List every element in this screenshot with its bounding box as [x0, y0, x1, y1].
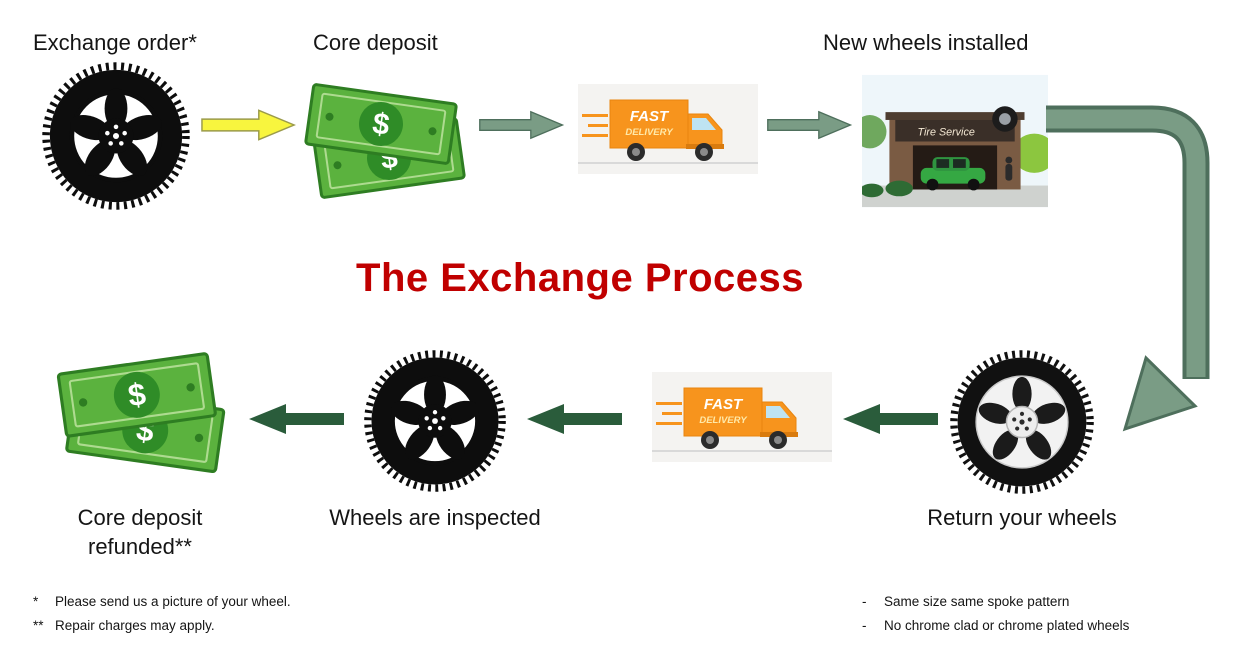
footnote-marker: ** — [33, 618, 44, 633]
truck-fast-label: FAST — [704, 396, 744, 413]
arrow-right-yellow — [201, 109, 296, 141]
dollar-sign: $ — [370, 107, 391, 142]
black-wheel-icon — [42, 62, 190, 210]
delivery-truck-icon: FAST DELIVERY — [578, 84, 758, 174]
footnote-item: - No chrome clad or chrome plated wheels — [862, 618, 1129, 633]
label-new-wheels-installed: New wheels installed — [823, 30, 1029, 55]
label-exchange-order: Exchange order* — [33, 30, 197, 55]
silver-wheel-icon — [950, 350, 1094, 494]
dollar-sign: $ — [126, 376, 148, 413]
truck-delivery-label: DELIVERY — [699, 415, 748, 426]
arrow-right-green — [479, 110, 565, 140]
curved-arrow-down — [1046, 105, 1210, 432]
footnotes-left: * Please send us a picture of your wheel… — [33, 594, 291, 642]
arrow-left-dark-green — [249, 404, 344, 434]
footnote-marker: - — [862, 618, 867, 633]
footnote-text: Please send us a picture of your wheel. — [55, 594, 291, 609]
shop-sign-label: Tire Service — [918, 127, 975, 139]
label-return-your-wheels: Return your wheels — [927, 505, 1117, 530]
money-refund-icon: $ $ — [56, 352, 226, 474]
footnote-text: No chrome clad or chrome plated wheels — [884, 618, 1130, 633]
footnote-marker: * — [33, 594, 39, 609]
truck-fast-label: FAST — [630, 108, 670, 125]
footnote-item: - Same size same spoke pattern — [862, 594, 1129, 609]
black-wheel-icon — [364, 350, 506, 492]
label-line: refunded** — [88, 534, 192, 559]
money-icon: $ $ — [304, 83, 466, 199]
footnote-item: ** Repair charges may apply. — [33, 618, 291, 633]
arrow-left-dark-green — [843, 404, 938, 434]
arrow-right-green — [767, 110, 853, 140]
footnotes-right: - Same size same spoke pattern - No chro… — [862, 594, 1129, 642]
delivery-truck-icon: FAST DELIVERY — [652, 372, 832, 462]
label-core-deposit-refunded: Core deposit refunded** — [30, 503, 250, 561]
footnote-item: * Please send us a picture of your wheel… — [33, 594, 291, 609]
tire-shop-icon: Tire Service — [862, 74, 1048, 208]
footnote-text: Same size same spoke pattern — [884, 594, 1070, 609]
arrow-left-dark-green — [527, 404, 622, 434]
truck-delivery-label: DELIVERY — [625, 127, 674, 138]
label-line: Core deposit — [77, 505, 203, 530]
footnote-text: Repair charges may apply. — [55, 618, 215, 633]
label-core-deposit: Core deposit — [313, 30, 438, 55]
label-wheels-are-inspected: Wheels are inspected — [329, 505, 541, 530]
footnote-marker: - — [862, 594, 867, 609]
page-title: The Exchange Process — [356, 256, 804, 300]
